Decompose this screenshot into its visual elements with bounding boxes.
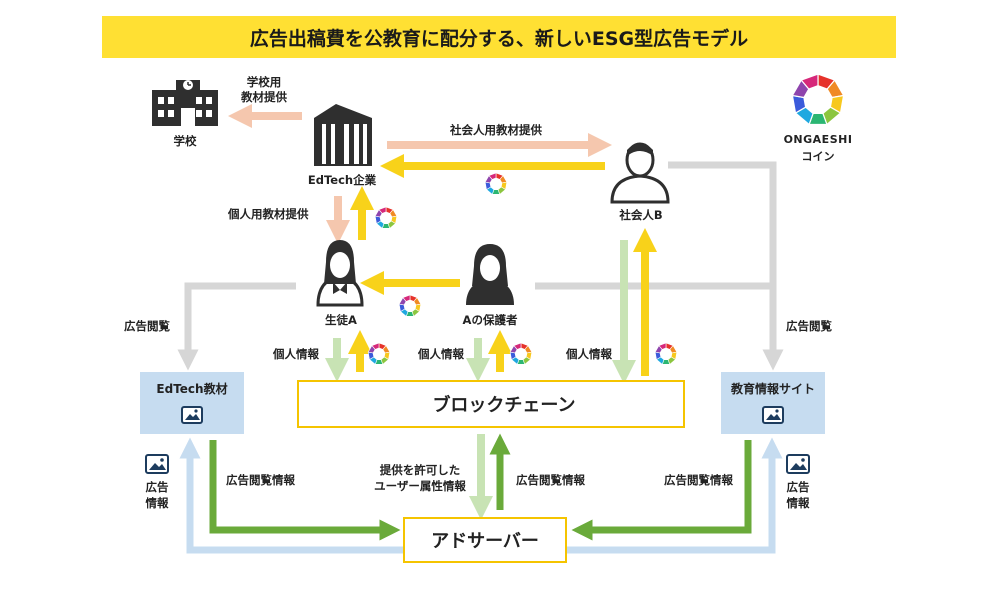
adult-b-person-icon <box>610 142 670 204</box>
info-arrows <box>325 240 636 520</box>
guardian-a-label: Aの保護者 <box>462 313 518 327</box>
ad-info-arrows <box>179 437 783 554</box>
coin-icon <box>484 172 508 195</box>
blockchain-label: ブロックチェーン <box>432 395 576 416</box>
edtech-material-box: EdTech教材 <box>140 372 244 434</box>
permitted-attr-label-1: 提供を許可した <box>379 463 461 477</box>
ad-info-arrow-left <box>179 437 403 554</box>
ad-server-label: アドサーバー <box>431 531 539 552</box>
school-material-label-1: 学校用 <box>246 75 282 89</box>
coin-icon <box>374 206 398 229</box>
student-a-label: 生徒A <box>325 313 357 327</box>
image-icon <box>762 406 784 424</box>
school-label: 学校 <box>173 134 197 148</box>
ad-info-image-icon-right <box>786 454 810 474</box>
personal-info-label-3: 個人情報 <box>566 347 612 361</box>
material-arrows <box>228 104 612 244</box>
coin-icon <box>654 342 678 365</box>
ad-view-info-arrow-left <box>209 440 401 541</box>
personal-info-label-2: 個人情報 <box>418 347 464 361</box>
coin-icons <box>367 73 845 365</box>
ad-view-info-label-left: 広告閲覧情報 <box>226 473 295 487</box>
school-icon <box>152 80 218 126</box>
ad-server-box: アドサーバー <box>403 517 567 563</box>
adult-material-label: 社会人用教材提供 <box>450 123 542 137</box>
coin-icon <box>509 342 533 365</box>
edtech-material-label: EdTech教材 <box>156 382 228 396</box>
ad-view-info-arrows <box>209 433 752 541</box>
ad-info-label-right-1: 広告 <box>786 480 810 494</box>
guardian-a-person-icon <box>466 244 514 305</box>
ad-info-label-left-2: 情報 <box>145 496 169 510</box>
ad-info-label-right-2: 情報 <box>786 496 810 510</box>
ad-view-info-label-center: 広告閲覧情報 <box>516 473 585 487</box>
coin-brand-label: ONGAESHI <box>783 133 853 146</box>
edtech-building-icon <box>314 104 372 166</box>
student-a-person-icon <box>316 240 364 307</box>
coin-icon <box>398 294 422 317</box>
education-site-label: 教育情報サイト <box>730 382 815 396</box>
coin-label: コイン <box>801 150 835 163</box>
ad-info-image-icon-left <box>145 454 169 474</box>
coin-logo-icon <box>791 73 845 126</box>
coin-icon <box>367 342 391 365</box>
ad-view-info-arrow-right <box>571 440 752 541</box>
ad-view-arrow-right <box>668 161 784 371</box>
ad-view-label-right: 広告閲覧 <box>786 319 832 333</box>
page-title: 広告出稿費を公教育に配分する、新しいESG型広告モデル <box>102 16 896 58</box>
personal-info-label-1: 個人情報 <box>273 347 319 361</box>
education-site-box: 教育情報サイト <box>721 372 825 434</box>
ad-view-label-left: 広告閲覧 <box>124 319 170 333</box>
image-icon <box>181 406 203 424</box>
blockchain-box: ブロックチェーン <box>297 380 685 428</box>
permitted-attr-label-2: ユーザー属性情報 <box>374 479 466 493</box>
edtech-company-label: EdTech企業 <box>307 173 377 187</box>
ad-info-label-left-1: 広告 <box>145 480 169 494</box>
adult-b-label: 社会人B <box>619 208 663 222</box>
ad-info-arrow-right <box>567 437 783 554</box>
ad-view-arrow-left <box>177 282 296 371</box>
school-material-label-2: 教材提供 <box>241 90 287 104</box>
ad-view-info-label-right: 広告閲覧情報 <box>664 473 733 487</box>
coin-arrows <box>348 154 657 376</box>
personal-material-label: 個人用教材提供 <box>228 207 309 221</box>
ad-view-arrows <box>177 161 784 371</box>
